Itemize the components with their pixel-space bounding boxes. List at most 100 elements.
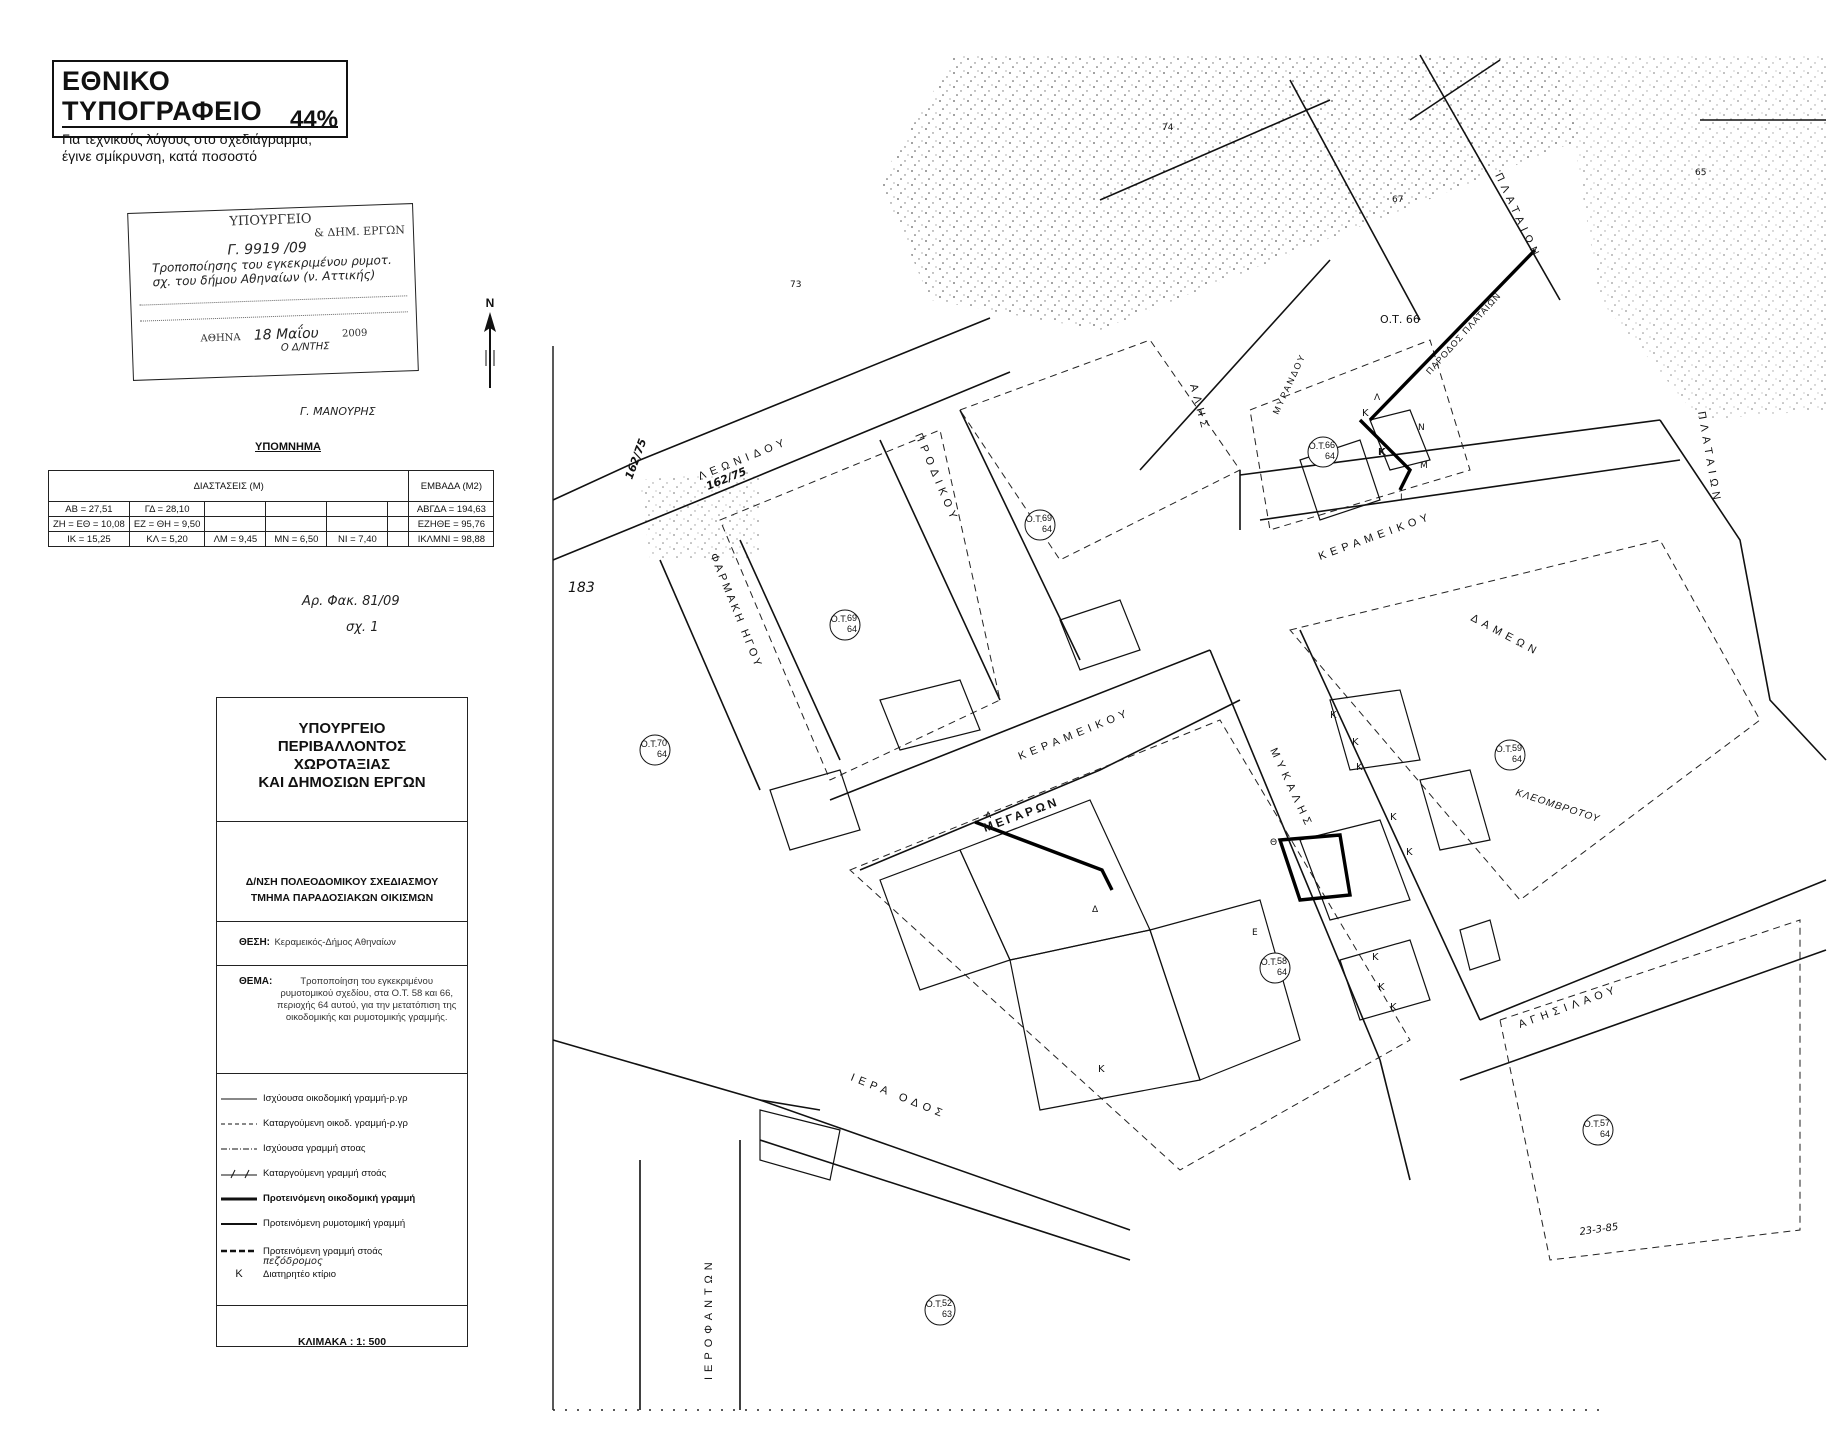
buildings (759, 409, 1501, 1181)
vertex-letter: Ι (1400, 493, 1403, 503)
block-prefix: Ο.Τ. (641, 739, 658, 749)
block-number: 58 (1277, 956, 1287, 966)
printing-house-title: ΕΘΝΙΚΟ ΤΥΠΟΓΡΑΦΕΙΟ (62, 66, 338, 128)
k-markers: Κ Κ Κ Κ Κ Κ Κ Κ Κ Κ Κ (1098, 408, 1413, 1075)
street-label: ΚΛΕΟΜΒΡΟΤΟΥ (1514, 787, 1601, 825)
block-denominator: 64 (1512, 754, 1522, 764)
block-prefix: Ο.Τ. (1584, 1119, 1601, 1129)
printing-house-notice: ΕΘΝΙΚΟ ΤΥΠΟΓΡΑΦΕΙΟ Για τεχνικούς λόγους … (52, 60, 348, 164)
scale-label: ΚΛΙΜΑΚΑ : 1: 500 (297, 1336, 387, 1348)
thesi-row: ΘΕΣΗ: Κεραμεικός-Δήμος Αθηναίων (217, 922, 467, 966)
block-label: Ο.Τ. 58 64 (1259, 952, 1291, 984)
pezodromos-note: πεζόδρομος (263, 1256, 323, 1267)
block-number: 52 (942, 1298, 952, 1308)
k-marker: Κ (1372, 952, 1379, 963)
block-number: 69 (847, 613, 857, 623)
notice-line-2: έγινε σμίκρυνση, κατά ποσοστό (62, 148, 257, 164)
street-label: ΑΓΗΣΙΛΑΟΥ (1517, 983, 1621, 1031)
street-label: ΠΛΑΤΑΙΩΝ (1695, 410, 1723, 505)
block-labels: Ο.Τ. 69 64 Ο.Τ. 69 64 Ο.Τ. 66 64 Ο.Τ. 70… (639, 436, 1614, 1326)
k-marker: Κ (1390, 1002, 1397, 1013)
thema-label: ΘΕΜΑ: (239, 976, 273, 987)
annotation: 23-3-85 (1579, 1222, 1619, 1238)
signature-name: Γ. ΜΑΝΟΥΡΗΣ (300, 405, 376, 418)
block-number: 70 (657, 738, 667, 748)
bold-dashed-line-icon (221, 1249, 257, 1253)
table-row: ΙΚ = 15,25 ΚΛ = 5,20 ΛΜ = 9,45 ΜΝ = 6,50… (48, 531, 495, 547)
ministry-line: ΚΑΙ ΔΗΜΟΣΙΩΝ ΕΡΓΩΝ (258, 774, 426, 791)
block-label: Ο.Τ. 66 64 (1307, 436, 1339, 468)
k-marker: Κ (1362, 408, 1369, 419)
k-marker: Κ (1098, 1064, 1105, 1075)
street-labels: ΛΕΩΝΙΔΟΥ ΠΡΟΔΙΚΟΥ ΚΕΡΑΜΕΙΚΟΥ ΚΕΡΑΜΕΙΚΟΥ … (697, 171, 1724, 1380)
block-denominator: 64 (847, 624, 857, 634)
north-arrow: N (478, 296, 502, 396)
dashed-line-icon (221, 1123, 257, 1124)
slash-line-icon (221, 1169, 257, 1178)
table-row: ΑΒ = 27,51 ΓΔ = 28,10 ΑΒΓΔΑ = 194,63 (48, 501, 495, 517)
block-label: Ο.Τ. 52 63 (924, 1294, 956, 1326)
legend-label: Προτεινόμενη οικοδομική γραμμή (263, 1193, 416, 1204)
north-label: N (485, 296, 495, 310)
legend-item: Καταργούμενη γραμμή στοάς (217, 1161, 467, 1186)
block-label: Ο.Τ. 69 64 (829, 609, 861, 641)
reduction-percent: 44% (289, 106, 338, 133)
title-department: Δ/ΝΣΗ ΠΟΛΕΟΔΟΜΙΚΟΥ ΣΧΕΔΙΑΣΜΟΥ ΤΜΗΜΑ ΠΑΡΑ… (217, 822, 467, 922)
ministry-line: ΠΕΡΙΒΑΛΛΟΝΤΟΣ (277, 738, 407, 755)
legend-label: Ισχύουσα γραμμή στοας (263, 1143, 366, 1154)
legend-title: ΥΠΟΜΝΗΜΑ (255, 441, 321, 453)
dotdash-line-icon (221, 1148, 257, 1149)
street-label: ΚΕΡΑΜΕΙΚΟΥ (1017, 706, 1133, 762)
block-denominator: 63 (942, 1309, 952, 1319)
block-label: Ο.Τ. 70 64 (639, 734, 671, 766)
department-line: ΤΜΗΜΑ ΠΑΡΑΔΟΣΙΑΚΩΝ ΟΙΚΙΣΜΩΝ (250, 892, 434, 904)
annotation: 73 (790, 280, 801, 290)
thesi-value: Κεραμεικός-Δήμος Αθηναίων (274, 937, 396, 948)
block-number: 66 (1325, 440, 1335, 450)
block-label: Ο.Τ. 57 64 (1582, 1114, 1614, 1146)
department-line: Δ/ΝΣΗ ΠΟΛΕΟΔΟΜΙΚΟΥ ΣΧΕΔΙΑΣΜΟΥ (245, 876, 439, 888)
k-marker: Κ (1378, 447, 1387, 458)
legend-item: Ισχύουσα οικοδομική γραμμή-ρ.γρ (217, 1086, 467, 1111)
table-cell: ΙΚ = 15,25 (48, 531, 130, 547)
vertex-letter: Δ (1092, 905, 1099, 915)
legend-label: Προτεινόμενη ρυμοτομική γραμμή (263, 1218, 406, 1229)
street-label: ΔΑΜΕΩΝ (1469, 612, 1543, 659)
block-number: 59 (1512, 743, 1522, 753)
vertex-letters: Ε Θ Α Δ Ν Λ Ι Μ (985, 393, 1428, 938)
noise-area (640, 55, 1826, 560)
thesi-label: ΘΕΣΗ: (239, 937, 271, 948)
street-label: ΜΥΚΑΛΗΣ (1267, 746, 1315, 831)
file-note-number: Αρ. Φακ. 81/09 (302, 594, 400, 609)
annotation: 183 (568, 580, 595, 596)
legend-item: Ισχύουσα γραμμή στοας (217, 1136, 467, 1161)
map-frame (552, 346, 1606, 1411)
k-marker: Κ (1378, 982, 1385, 993)
solid-line-icon (221, 1098, 257, 1099)
ministry-line: ΧΩΡΟΤΑΞΙΑΣ (293, 756, 391, 773)
block-prefix: Ο.Τ. (1026, 514, 1043, 524)
block-prefix: Ο.Τ. (926, 1299, 943, 1309)
block-prefix: Ο.Τ. (831, 614, 848, 624)
title-block: ΥΠΟΥΡΓΕΙΟ ΠΕΡΙΒΑΛΛΟΝΤΟΣ ΧΩΡΟΤΑΞΙΑΣ ΚΑΙ Δ… (216, 697, 468, 1348)
block-denominator: 64 (657, 749, 667, 759)
north-arrow-icon (484, 312, 496, 388)
thema-row: ΘΕΜΑ: Τροποποίηση του εγκεκριμένου ρυμοτ… (217, 966, 467, 1074)
block-prefix: Ο.Τ. (1261, 957, 1278, 967)
block-denominator: 64 (1042, 524, 1052, 534)
legend-item: Προτεινόμενη ρυμοτομική γραμμή (217, 1211, 467, 1236)
street-label: ΙΕΡΟΦΑΝΤΩΝ (703, 1257, 715, 1380)
legend-label: Προτεινόμενη γραμμή στοάς (263, 1245, 383, 1257)
k-marker: Κ (1390, 812, 1397, 823)
annotation: 74 (1162, 123, 1174, 133)
table-area-cell: ΙΚΛΜΝΙ = 98,88 (408, 531, 495, 547)
block-prefix: Ο.Τ. (1496, 744, 1513, 754)
vertex-letter: Θ (1270, 838, 1277, 848)
k-symbol-icon: K (235, 1268, 243, 1280)
ministry-line: ΥΠΟΥΡΓΕΙΟ (298, 720, 386, 737)
street-edges (552, 54, 1827, 1410)
block-denominator: 64 (1325, 451, 1335, 461)
annotation: 67 (1392, 195, 1403, 205)
